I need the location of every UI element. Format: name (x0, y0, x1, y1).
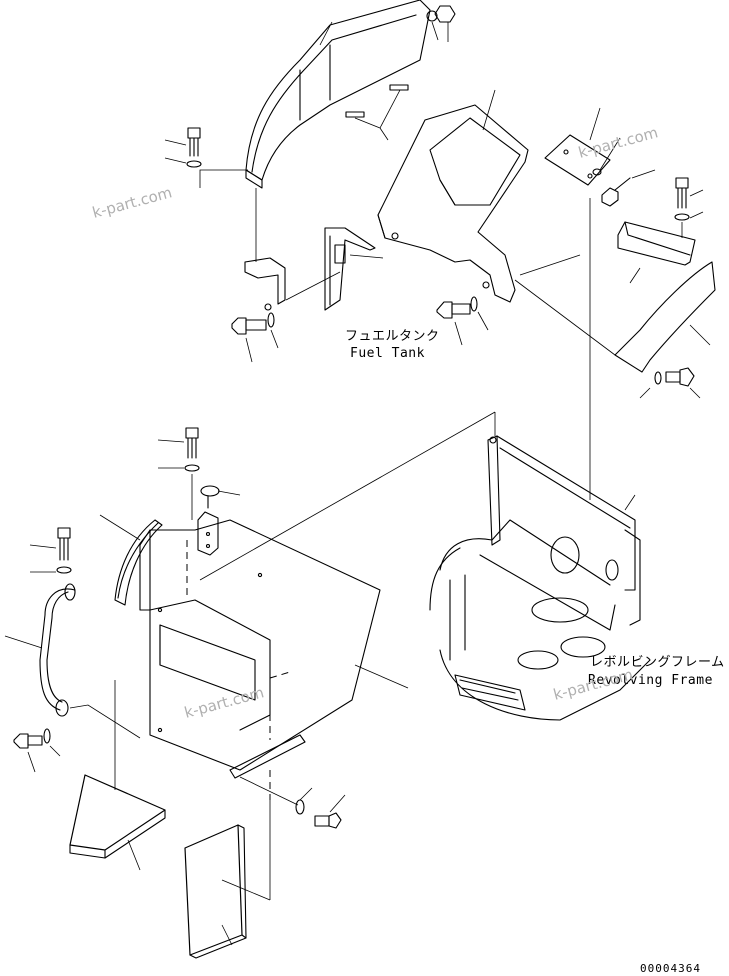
bolt-fuel-left (231, 312, 279, 363)
revolving-frame-label-en: Revolving Frame (588, 673, 713, 688)
bolt-tank-top (157, 427, 200, 520)
hidden-lines (186, 540, 291, 800)
bolt-rail (164, 127, 248, 188)
fuel-tank-box (139, 519, 409, 779)
pad-rect (184, 800, 271, 959)
step-block (617, 221, 696, 284)
bracket (244, 188, 341, 311)
bolt-right-top (674, 177, 704, 238)
pipe (4, 583, 76, 717)
nut-top (426, 5, 456, 42)
drawing-code: 00004364 (640, 962, 701, 975)
handrail-cover (245, 0, 431, 189)
small-plate (544, 107, 611, 186)
bolt-tank-bottom (239, 776, 346, 829)
bolt-hood (436, 296, 489, 346)
fuel-tank-label: フュエルタンク Fuel Tank (345, 329, 440, 361)
watermark-2: k-part.com (576, 123, 660, 162)
pad-triangle (69, 680, 166, 871)
revolving-frame (429, 435, 651, 721)
seal-strip (99, 514, 163, 606)
bolt-side-cover (639, 367, 701, 399)
tank-cap (197, 485, 241, 556)
watermark-1: k-part.com (90, 183, 174, 222)
hood-cover (377, 89, 529, 303)
watermarks: k-part.com k-part.com k-part.com k-part.… (90, 123, 660, 722)
bolt-pipe (29, 527, 72, 574)
side-cover-right (514, 254, 716, 373)
revolving-frame-label: レボルビングフレーム Revolving Frame (588, 655, 725, 688)
fuel-tank-panel (324, 227, 384, 311)
fuel-tank-label-jp: フュエルタンク (345, 329, 440, 344)
bolt-pipe-lower (13, 704, 141, 773)
watermark-4: k-part.com (551, 665, 635, 704)
fuel-tank-label-en: Fuel Tank (350, 346, 425, 361)
screw-small (592, 137, 656, 207)
revolving-frame-label-jp: レボルビングフレーム (590, 655, 725, 670)
